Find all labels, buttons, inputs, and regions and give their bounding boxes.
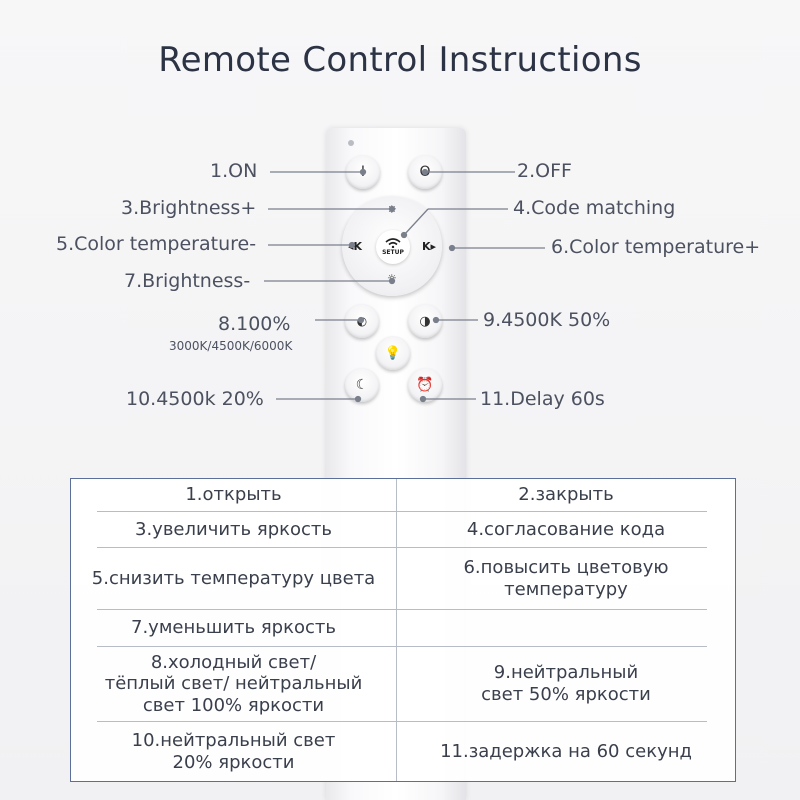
table-cell: 7.уменьшить яркость bbox=[131, 617, 336, 639]
label-full-brightness: 8.100% bbox=[218, 313, 291, 335]
moon-icon: ☾ bbox=[355, 377, 369, 393]
cell-line: 20% яркости bbox=[172, 751, 295, 773]
table-cell: 8.холодный свет/ тёплый свет/ нейтральны… bbox=[71, 647, 396, 721]
wifi-icon bbox=[385, 238, 401, 248]
label-brightness-up: 3.Brightness+ bbox=[121, 197, 257, 219]
bulb-icon: 💡 bbox=[384, 345, 402, 361]
table-cell: 2.закрыть bbox=[518, 484, 614, 506]
label-code-matching: 4.Code matching bbox=[513, 197, 676, 219]
code-matching-button[interactable]: SETUP bbox=[376, 230, 410, 264]
dim-button[interactable]: ☾ bbox=[345, 368, 379, 402]
indicator-led bbox=[348, 140, 354, 146]
table-cell: 6.повысить цветовую температуру bbox=[397, 548, 735, 609]
label-delay: 11.Delay 60s bbox=[480, 388, 605, 410]
table-cell: 10.нейтральный свет 20% яркости bbox=[71, 722, 396, 781]
color-temp-up-icon: K▸ bbox=[422, 240, 437, 253]
half-circle-icon: ◑ bbox=[419, 313, 431, 329]
cell-line: 10.нейтральный свет bbox=[131, 729, 336, 751]
label-off: 2.OFF bbox=[517, 160, 572, 182]
label-color-temp-up: 6.Color temperature+ bbox=[551, 236, 761, 258]
table-cell: 3.увеличить яркость bbox=[135, 518, 332, 540]
cell-line: 6.повысить цветовую bbox=[463, 556, 669, 578]
table-cell: 11.задержка на 60 секунд bbox=[440, 740, 692, 762]
night-light-button[interactable]: 💡 bbox=[376, 336, 410, 370]
alarm-clock-icon: ⏰ bbox=[416, 377, 434, 393]
page-title: Remote Control Instructions bbox=[158, 40, 642, 80]
cell-line: 9.нейтральный bbox=[493, 662, 639, 684]
label-dim: 10.4500k 20% bbox=[126, 388, 264, 410]
delay-button[interactable]: ⏰ bbox=[408, 368, 442, 402]
translation-table: 1.открыть 2.закрыть 3.увеличить яркость … bbox=[70, 478, 736, 782]
table-cell: 1.открыть bbox=[185, 484, 282, 506]
cell-line: температуру bbox=[504, 578, 628, 600]
label-color-temp-down: 5.Color temperature- bbox=[56, 233, 257, 255]
cell-line: свет 50% яркости bbox=[481, 684, 651, 705]
label-full-brightness-sub: 3000K/4500K/6000K bbox=[169, 339, 293, 353]
table-cell: 9.нейтральный свет 50% яркости bbox=[397, 647, 735, 721]
label-half-brightness: 9.4500K 50% bbox=[483, 309, 611, 331]
setup-label: SETUP bbox=[382, 249, 404, 256]
table-cell: 5.снизить температуру цвета bbox=[91, 567, 376, 589]
table-cell: 4.согласование кода bbox=[466, 518, 666, 540]
label-brightness-down: 7.Brightness- bbox=[124, 270, 251, 292]
label-on: 1.ON bbox=[210, 160, 258, 182]
cell-line: 8.холодный свет/ bbox=[150, 651, 317, 673]
cell-line: тёплый свет/ нейтральный bbox=[104, 673, 363, 695]
cell-line: свет 100% яркости bbox=[142, 694, 325, 716]
